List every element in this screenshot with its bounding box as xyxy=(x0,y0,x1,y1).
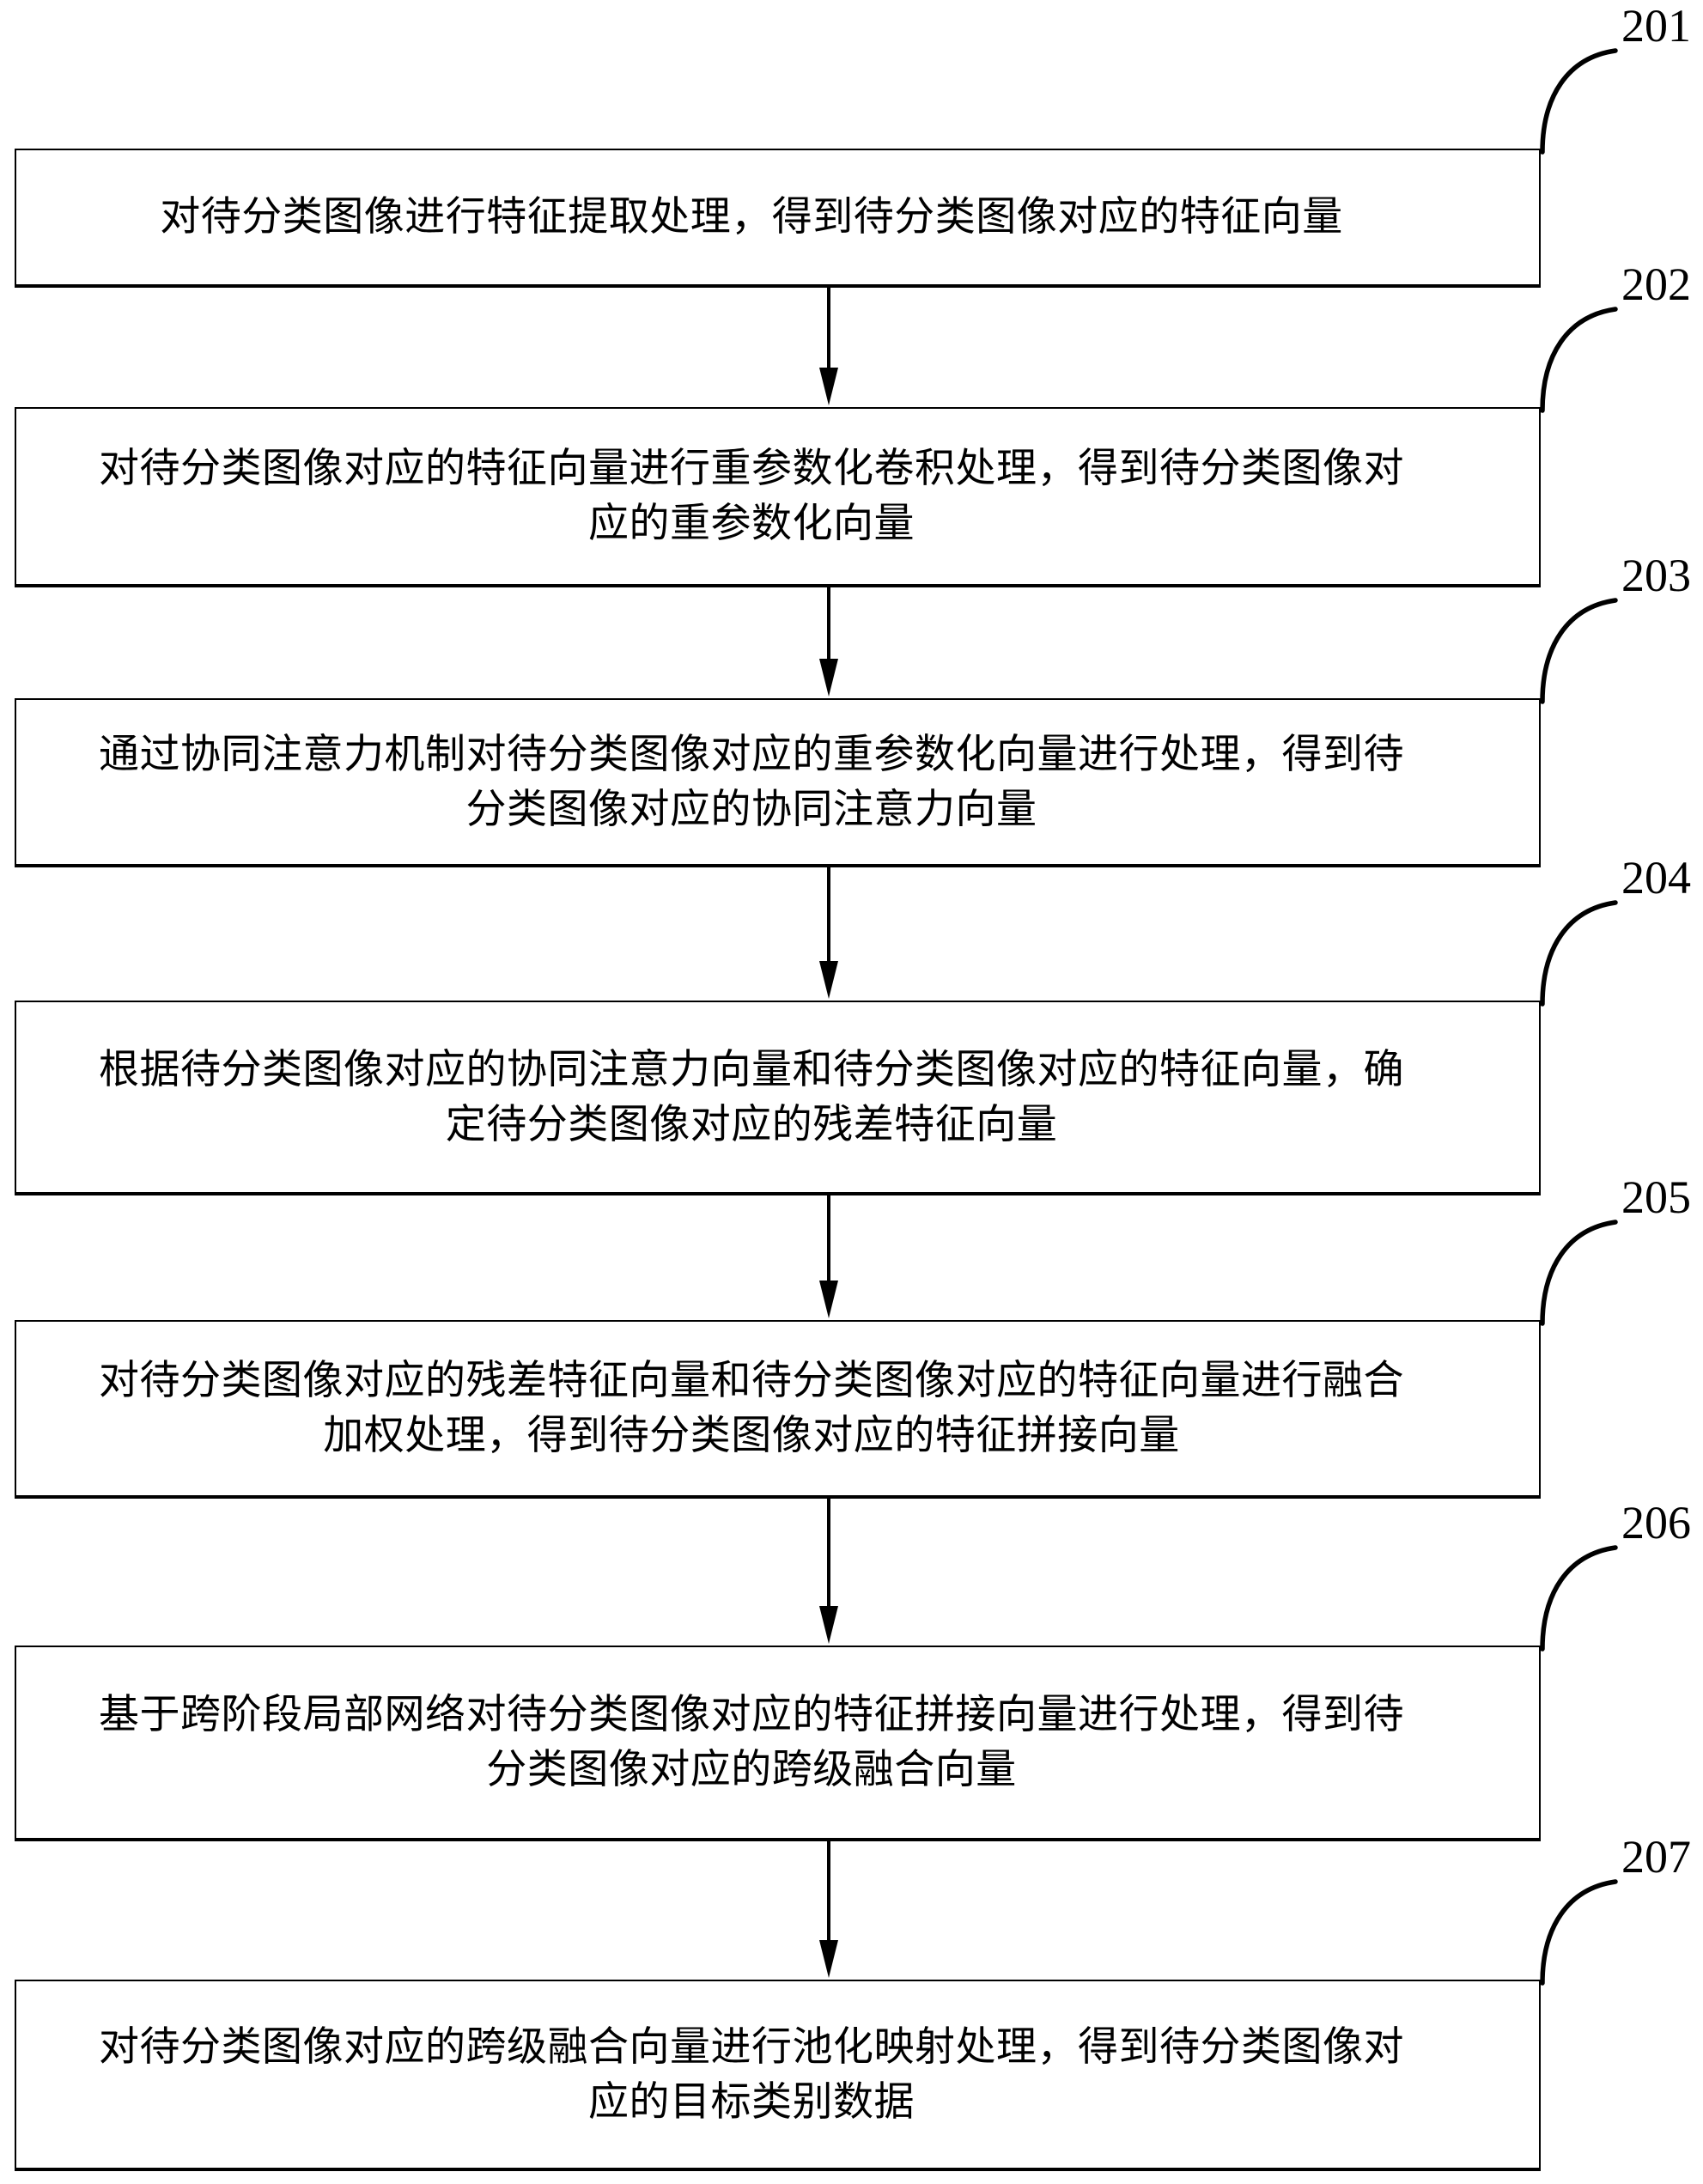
step-box-201: 对待分类图像进行特征提取处理，得到待分类图像对应的特征向量 xyxy=(15,149,1541,288)
step-text-206: 基于跨阶段局部网络对待分类图像对应的特征拼接向量进行处理，得到待分类图像对应的跨… xyxy=(99,1693,1404,1792)
step-number-201: 201 xyxy=(1621,0,1691,52)
flow-arrowhead xyxy=(819,1606,838,1644)
step-box-203: 通过协同注意力机制对待分类图像对应的重参数化向量进行处理，得到待分类图像对应的协… xyxy=(15,698,1541,867)
leader-curve-207 xyxy=(1540,1879,1618,1986)
step-text-207: 对待分类图像对应的跨级融合向量进行池化映射处理，得到待分类图像对应的目标类别数据 xyxy=(99,2024,1404,2125)
step-text-201: 对待分类图像进行特征提取处理，得到待分类图像对应的特征向量 xyxy=(160,195,1343,240)
step-text-204: 根据待分类图像对应的协同注意力向量和待分类图像对应的特征向量，确定待分类图像对应… xyxy=(99,1047,1404,1147)
leader-curve-206 xyxy=(1540,1545,1618,1652)
step-text-205: 对待分类图像对应的残差特征向量和待分类图像对应的特征向量进行融合加权处理，得到待… xyxy=(99,1359,1404,1458)
step-box-205: 对待分类图像对应的残差特征向量和待分类图像对应的特征向量进行融合加权处理，得到待… xyxy=(15,1320,1541,1499)
leader-curve-203 xyxy=(1540,598,1618,704)
step-text-202: 对待分类图像对应的特征向量进行重参数化卷积处理，得到待分类图像对应的重参数化向量 xyxy=(99,447,1404,546)
step-number-204: 204 xyxy=(1621,852,1691,903)
flow-arrowhead xyxy=(819,1940,838,1978)
step-number-207: 207 xyxy=(1621,1831,1691,1883)
leader-curve-204 xyxy=(1540,900,1618,1007)
flow-arrowhead xyxy=(819,961,838,999)
leader-curve-205 xyxy=(1540,1220,1618,1326)
step-box-202: 对待分类图像对应的特征向量进行重参数化卷积处理，得到待分类图像对应的重参数化向量 xyxy=(15,407,1541,587)
step-box-204: 根据待分类图像对应的协同注意力向量和待分类图像对应的特征向量，确定待分类图像对应… xyxy=(15,1001,1541,1195)
step-number-206: 206 xyxy=(1621,1497,1691,1548)
step-number-205: 205 xyxy=(1621,1171,1691,1223)
step-text-203: 通过协同注意力机制对待分类图像对应的重参数化向量进行处理，得到待分类图像对应的协… xyxy=(99,732,1404,832)
step-box-207: 对待分类图像对应的跨级融合向量进行池化映射处理，得到待分类图像对应的目标类别数据 xyxy=(15,1980,1541,2171)
leader-curve-202 xyxy=(1540,307,1618,413)
flow-arrowhead xyxy=(819,368,838,405)
flow-arrowhead xyxy=(819,659,838,697)
flow-arrowhead xyxy=(819,1281,838,1318)
leader-curve-201 xyxy=(1540,48,1618,155)
step-number-203: 203 xyxy=(1621,550,1691,601)
step-number-202: 202 xyxy=(1621,259,1691,310)
step-box-206: 基于跨阶段局部网络对待分类图像对应的特征拼接向量进行处理，得到待分类图像对应的跨… xyxy=(15,1646,1541,1841)
